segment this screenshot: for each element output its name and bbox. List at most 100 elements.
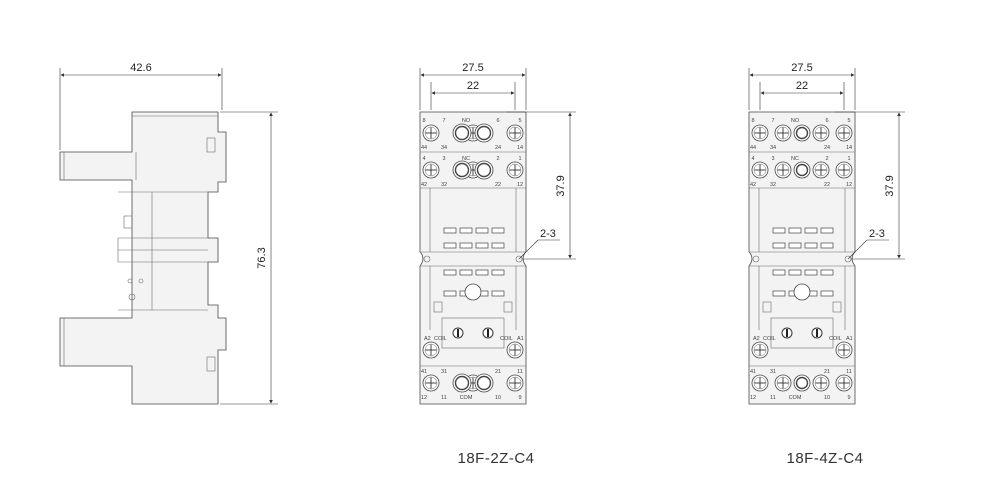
terminal-label: 2: [496, 156, 499, 162]
coil-label: A2: [753, 336, 760, 342]
side-view-slot: [123, 215, 133, 229]
terminal-screw-ring: [753, 343, 767, 357]
terminal-screw-ring: [837, 376, 851, 390]
terminal-label: 3: [771, 156, 774, 162]
terminal-label: 14: [517, 145, 523, 151]
terminal-screw-ring: [837, 126, 851, 140]
inner-width-label: 22: [796, 80, 808, 92]
terminal-label: 8: [751, 118, 754, 124]
terminal-screw-ring: [508, 163, 522, 177]
contact-slot: [475, 227, 489, 234]
terminal-label: 42: [421, 182, 427, 188]
terminal-label: 41: [750, 369, 756, 375]
terminal-screw-ring: [837, 343, 851, 357]
terminal-label: 1: [847, 156, 850, 162]
terminal-screw-ring: [814, 126, 828, 140]
terminal-label: 12: [750, 395, 756, 401]
side-view-body: [59, 111, 227, 405]
hole-label: 2-3: [540, 228, 556, 240]
terminal-label: 21: [824, 369, 830, 375]
terminal-screw-ring: [753, 126, 767, 140]
terminal-label: 12: [421, 395, 427, 401]
terminal-screw-ring: [753, 376, 767, 390]
terminal-label: 6: [496, 118, 499, 124]
coil-housing: [441, 317, 505, 349]
terminal-label: 24: [824, 145, 830, 151]
terminal-label: 24: [495, 145, 501, 151]
model-name: 18F-4Z-C4: [786, 450, 863, 467]
terminal-screw-ring: [837, 163, 851, 177]
contact-slot: [820, 290, 834, 297]
base-body: [748, 111, 856, 405]
terminal-label: 8: [422, 118, 425, 124]
terminal-screw-ring: [508, 343, 522, 357]
terminal-label: 9: [518, 395, 521, 401]
side-view-slot: [206, 137, 216, 153]
terminal-label: 5: [847, 118, 850, 124]
inner-width-label: 22: [467, 80, 479, 92]
contact-slot: [491, 227, 505, 234]
contact-slot: [804, 269, 818, 276]
contact-slot: [459, 242, 473, 249]
contact-slot: [459, 227, 473, 234]
terminal-label: 41: [421, 369, 427, 375]
outer-width-label: 27.5: [462, 62, 483, 74]
mounting-hole: [752, 255, 760, 263]
terminal-screw-ring: [753, 163, 767, 177]
terminal-screw-ring: [424, 163, 438, 177]
terminal-ring-inner: [795, 126, 809, 140]
coil-label: A1: [846, 336, 853, 342]
contact-slot: [804, 227, 818, 234]
hole-label: 2-3: [869, 228, 885, 240]
terminal-label: 3: [442, 156, 445, 162]
contact-slot: [475, 242, 489, 249]
terminal-label: 11: [846, 369, 852, 375]
coil-label: COIL: [829, 336, 842, 342]
terminal-label: 12: [517, 182, 523, 188]
side-view-hole: [127, 278, 133, 284]
coil-label: COIL: [763, 336, 776, 342]
terminal-label: 32: [770, 182, 776, 188]
outer-width-label: 27.5: [791, 62, 812, 74]
terminal-ring-inner: [476, 162, 492, 178]
terminal-label: 6: [825, 118, 828, 124]
center-knob: [793, 283, 811, 301]
side-view-slot: [206, 356, 216, 372]
terminal-ring-inner: [795, 163, 809, 177]
contact-slot: [820, 242, 834, 249]
terminal-label: 7: [442, 118, 445, 124]
side-view-height-label: 76.3: [256, 247, 268, 268]
terminal-label: 31: [441, 369, 447, 375]
contact-slot: [820, 227, 834, 234]
contact-slot: [443, 242, 457, 249]
contact-slot: [491, 269, 505, 276]
terminal-label: 32: [441, 182, 447, 188]
contact-slot: [475, 269, 489, 276]
terminal-label: 7: [771, 118, 774, 124]
terminal-label: 22: [495, 182, 501, 188]
side-tab: [433, 301, 443, 313]
model-name: 18F-2Z-C4: [457, 450, 534, 467]
terminal-screw-ring: [424, 376, 438, 390]
terminal-label: 42: [750, 182, 756, 188]
contact-slot: [443, 269, 457, 276]
terminal-screw-ring: [776, 376, 790, 390]
terminal-label: 4: [751, 156, 754, 162]
contact-slot: [804, 242, 818, 249]
terminal-label: 10: [495, 395, 501, 401]
side-view-hole: [138, 278, 144, 284]
terminal-label: 11: [441, 395, 447, 401]
coil-label: A2: [424, 336, 431, 342]
side-tab: [762, 301, 772, 313]
center-knob: [464, 283, 482, 301]
contact-slot: [443, 290, 457, 297]
terminal-screw-ring: [424, 126, 438, 140]
height-label: 37.9: [884, 175, 896, 196]
terminal-screw-ring: [424, 343, 438, 357]
terminal-label: 11: [517, 369, 523, 375]
terminal-ring-inner: [476, 125, 492, 141]
